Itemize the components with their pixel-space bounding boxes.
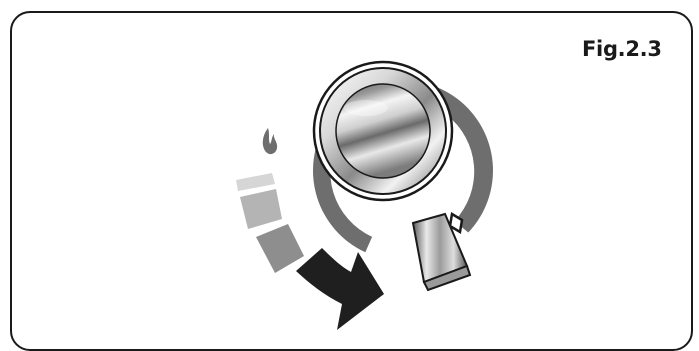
zero-position-label: 0 — [394, 30, 402, 43]
scale-bar-light — [236, 173, 275, 191]
knob-diagram: 0 — [236, 30, 493, 330]
pilot-flame-icon — [448, 211, 464, 235]
flame-icon — [262, 128, 278, 155]
figure-label: Fig.2.3 — [582, 37, 662, 61]
knob-handle[interactable] — [411, 212, 472, 292]
scale-bar-mid — [240, 189, 282, 229]
control-knob[interactable] — [312, 60, 454, 202]
clockwise-arrow-icon — [296, 248, 384, 330]
scale-bar-dark — [256, 224, 304, 273]
gas-level-scale — [236, 173, 304, 273]
pilot-spark-icon — [289, 135, 299, 145]
